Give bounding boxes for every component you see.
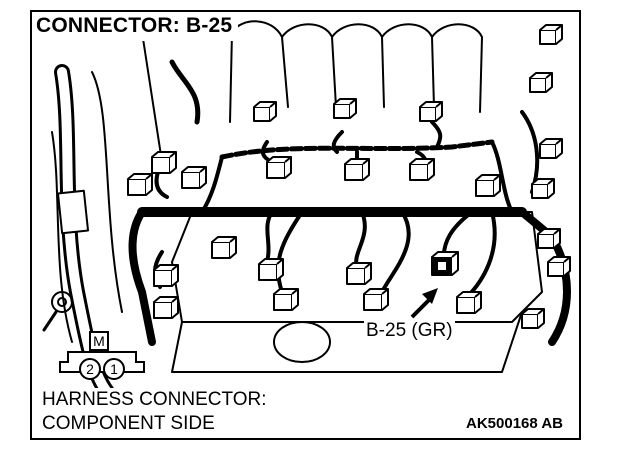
connector-left-stack-1	[151, 151, 177, 174]
engine-block-outline	[171, 211, 543, 323]
connector-lower-6	[456, 291, 482, 314]
connector-left-lower-2	[153, 296, 179, 319]
connector-right-edge-5	[537, 228, 561, 249]
harness-caption: HARNESS CONNECTOR: COMPONENT SIDE	[40, 388, 271, 436]
harness-connector-symbol	[59, 331, 145, 380]
connector-upper-3	[419, 101, 443, 122]
callout-arrowhead	[422, 288, 438, 304]
pin-1-label: 1	[110, 361, 118, 377]
connector-b25-target	[431, 251, 459, 276]
connector-left-stack-2	[127, 173, 153, 196]
figure-code: AK500168 AB	[464, 415, 565, 432]
connector-lower-5	[363, 288, 389, 311]
connector-left-lower-1	[153, 264, 179, 287]
diagram-title: CONNECTOR: B-25	[32, 12, 239, 41]
connector-callout-label: B-25 (GR)	[364, 320, 455, 342]
intake-manifold-outline	[229, 20, 483, 123]
connector-right-edge-4	[531, 178, 555, 199]
connector-lower-3	[273, 288, 299, 311]
connector-left-stack-3	[181, 166, 207, 189]
connector-right-edge-2	[529, 72, 553, 93]
harness-caption-line-1: HARNESS CONNECTOR:	[42, 389, 267, 410]
connector-right-1	[475, 174, 501, 197]
harness-caption-line-2: COMPONENT SIDE	[42, 413, 215, 434]
pin-2-circle	[79, 358, 101, 380]
connector-key-label: M	[93, 333, 105, 349]
pin-2-label: 2	[86, 361, 94, 377]
connector-upper-1	[253, 101, 277, 122]
engine-wiring-diagram: M 2 1	[42, 20, 571, 400]
connector-mid-2	[344, 158, 370, 181]
connector-right-edge-7	[521, 308, 545, 329]
connector-upper-2	[333, 98, 357, 119]
connector-mid-3	[409, 158, 435, 181]
diagram-frame: M 2 1 CONNECTOR: B-25 B-25 (GR) HARNESS …	[30, 10, 581, 440]
connector-lower-4	[346, 262, 372, 285]
ground-eyelet	[51, 291, 73, 313]
pin-1-circle	[103, 358, 125, 380]
connector-right-edge-1	[539, 24, 563, 45]
connector-lower-1	[211, 236, 237, 259]
connector-right-edge-3	[539, 138, 563, 159]
timing-cover-hole	[273, 321, 331, 363]
connector-lower-2	[258, 258, 284, 281]
connector-right-edge-6	[547, 256, 571, 277]
connector-mid-1	[266, 156, 292, 179]
